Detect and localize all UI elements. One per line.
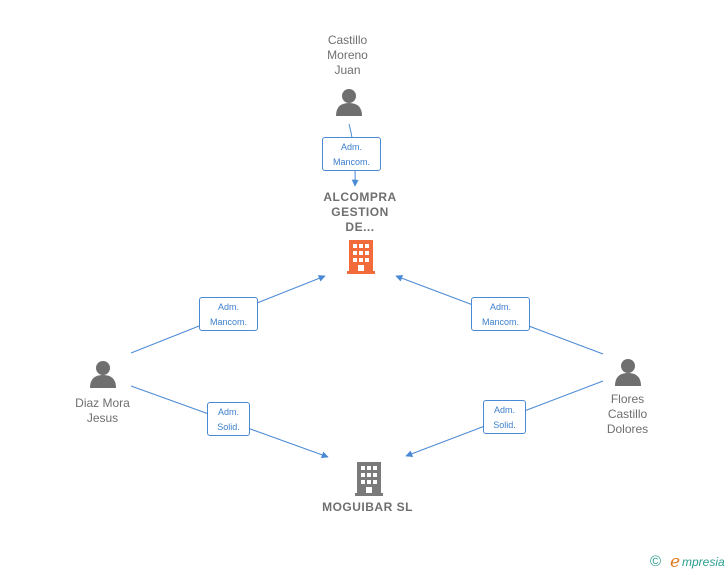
edge-label-flores-alcompra: Adm. Mancom. [471, 297, 530, 331]
person-icon[interactable] [615, 359, 641, 386]
building-icon[interactable] [355, 462, 383, 496]
person-icon[interactable] [90, 361, 116, 388]
node-label-moguibar[interactable]: MOGUIBAR SL [322, 500, 413, 514]
node-label-castillo[interactable]: Castillo Moreno Juan [327, 33, 368, 77]
node-label-alcompra[interactable]: ALCOMPRA GESTION DE... [323, 190, 397, 234]
building-icon[interactable] [347, 240, 375, 274]
brand-name: mpresia [682, 555, 725, 569]
edge-label-diaz-alcompra: Adm. Mancom. [199, 297, 258, 331]
edge-label-diaz-moguibar: Adm. Solid. [207, 402, 250, 436]
person-icon[interactable] [336, 89, 362, 116]
copyright-symbol: © [650, 553, 662, 570]
node-label-diaz[interactable]: Diaz Mora Jesus [75, 396, 130, 425]
edge-label-flores-moguibar: Adm. Solid. [483, 400, 526, 434]
node-label-flores[interactable]: Flores Castillo Dolores [606, 392, 649, 436]
edge-label-castillo-alcompra: Adm. Mancom. [322, 137, 381, 171]
empresia-logo[interactable]: © e mpresia [650, 552, 728, 573]
brand-initial: e [670, 552, 681, 572]
